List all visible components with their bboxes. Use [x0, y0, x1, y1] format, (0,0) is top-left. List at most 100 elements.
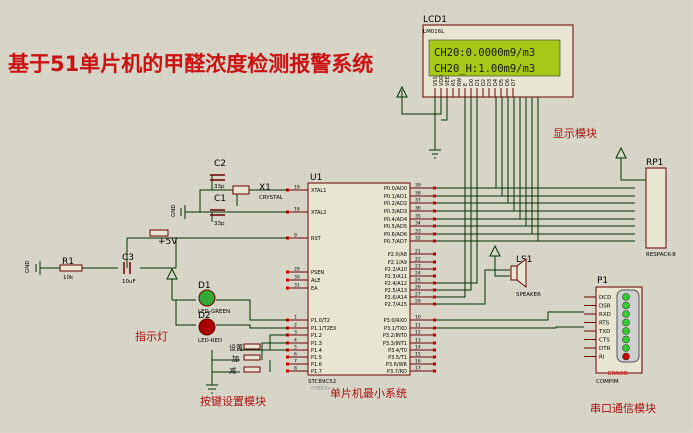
key-set[interactable]: 设置: [229, 343, 261, 352]
mcu-pin-name: P0.2/AD2: [384, 201, 407, 207]
ls1-component[interactable]: LS1 SPEAKER: [510, 255, 541, 298]
mcu-pin-number: 16: [415, 359, 421, 365]
mcu-pin-name: P2.1/A9: [388, 260, 407, 266]
mcu-pin-marker: [433, 355, 436, 359]
lcd1-model: LM016L: [423, 29, 445, 35]
lcd1-screen: [428, 39, 561, 77]
x1-component[interactable]: X1 CRYSTAL: [232, 183, 284, 201]
mcu-pin-number: 6: [294, 352, 297, 358]
mcu-pin-name: P3.5/T1: [388, 355, 407, 361]
mcu-text-tag: <TEXT>: [310, 386, 331, 392]
mcu-pin-marker: [286, 362, 289, 366]
p1-status-led: [622, 293, 630, 301]
c3-component[interactable]: C3 10uF: [122, 253, 136, 285]
ls1-value: SPEAKER: [516, 292, 541, 298]
mcu-pin-number: 30: [294, 275, 300, 281]
vcc-arrow: [166, 267, 178, 280]
mcu-pin-marker: [433, 217, 436, 221]
mcu-pin-name: P0.3/AD3: [384, 209, 407, 215]
uart-wires: [435, 311, 584, 329]
mcu-pin-name: P0.6/AD6: [384, 232, 407, 238]
lcd-pin-label: D7: [511, 79, 517, 86]
mcu-pin-number: 35: [415, 214, 421, 220]
mcu-pin-name: P3.1/TXD: [384, 326, 407, 332]
lcd1-component[interactable]: LCD1 CH20:0.0000m9/m3 CH20_H:1.00m9/m3 L…: [422, 15, 574, 98]
label-indicator: 指示灯: [135, 329, 168, 343]
mcu-pin-marker: [433, 318, 436, 322]
mcu-pin-name: P3.6/WR: [386, 362, 408, 368]
d2-ref: D2: [198, 311, 211, 321]
key-minus[interactable]: 减: [229, 366, 261, 375]
mcu-pin-marker: [433, 295, 436, 299]
mcu-pin-number: 28: [415, 299, 421, 305]
mcu-pin-number: 31: [294, 283, 300, 289]
rp1-common-wire: [620, 158, 646, 181]
key-plus[interactable]: 加: [232, 354, 261, 363]
p1-status-led: [622, 344, 630, 352]
d1-value: LED-GREEN: [198, 309, 230, 315]
mcu-pin-name: P0.0/AD0: [384, 186, 407, 192]
lcd-pin-label: D2: [481, 79, 487, 86]
mcu-pin-name: P1.1/T2EX: [311, 326, 337, 332]
mcu-pin-name: P3.4/T0: [388, 348, 407, 354]
mcu-pin-number: 4: [294, 338, 297, 344]
lcd-pin-label: E: [463, 83, 469, 86]
mcu-pin-name: P1.0/T2: [311, 318, 330, 324]
mcu-pin-number: 15: [415, 352, 421, 358]
c1-ref: C1: [214, 194, 226, 204]
mcu-pin-marker: [433, 224, 436, 228]
d2-component[interactable]: D2 LED-RED: [198, 311, 222, 344]
crystal-gnd: [180, 205, 186, 219]
mcu-pin-number: 19: [294, 185, 300, 191]
c1-component[interactable]: C1 33p: [210, 194, 226, 227]
lcd-pin-label: D6: [505, 79, 511, 86]
mcu-pin-number: 11: [415, 323, 421, 329]
lcd-pin-label: D0: [469, 79, 475, 86]
mcu-pin-number: 29: [294, 267, 300, 273]
lcd-data-bus: [435, 97, 635, 298]
p1-status-led: [622, 301, 630, 310]
rp1-component[interactable]: RP1 RESPACK-8: [645, 158, 676, 258]
p1-status-led: [622, 318, 630, 327]
mcu-pin-name: P3.3/INT1: [383, 341, 407, 347]
mcu-pin-number: 24: [415, 271, 421, 277]
vcc-label: +5V: [158, 237, 178, 247]
p1-pin-label: DCD: [599, 295, 611, 301]
key-set-label: 设置: [229, 343, 243, 352]
mcu-pin-number: 37: [415, 198, 421, 204]
r1-component[interactable]: R1 10k: [59, 257, 83, 281]
lcd1-line1: CH20:0.0000m9/m3: [434, 47, 535, 59]
mcu-pin-number: 7: [294, 359, 297, 365]
c1-value: 33p: [214, 221, 225, 227]
mcu-pin-number: 23: [415, 264, 421, 270]
lcd-pin-label: VDD: [439, 75, 445, 86]
p1-ref: P1: [597, 276, 608, 286]
mcu-pin-number: 33: [415, 229, 421, 235]
rp1-vcc-arrow: [615, 146, 627, 159]
mcu-pin-name: ALE: [311, 278, 320, 284]
c2-component[interactable]: C2 33p: [210, 159, 226, 190]
mcu-pin-name: P1.2: [311, 333, 322, 339]
mcu-pin-name: P0.5/AD5: [384, 224, 407, 230]
mcu-pin-number: 21: [415, 249, 421, 255]
d1-component[interactable]: D1 LED-GREEN: [198, 281, 230, 315]
mcu-pin-name: EA: [311, 286, 318, 292]
mcu-pin-number: 12: [415, 330, 421, 336]
mcu-pin-marker: [286, 278, 289, 282]
mcu-pin-marker: [433, 333, 436, 337]
mcu-pin-marker: [286, 270, 289, 274]
mcu-pin-marker: [433, 288, 436, 292]
mcu-pin-name: P2.0/A8: [388, 252, 407, 258]
c3-value: 10uF: [122, 279, 136, 285]
reset-switch[interactable]: [148, 229, 172, 239]
mcu-pin-marker: [433, 267, 436, 271]
mcu-pin-number: 38: [415, 191, 421, 197]
mcu-pin-name: P3.2/INT0: [383, 333, 407, 339]
key-minus-label: 减: [229, 366, 236, 375]
